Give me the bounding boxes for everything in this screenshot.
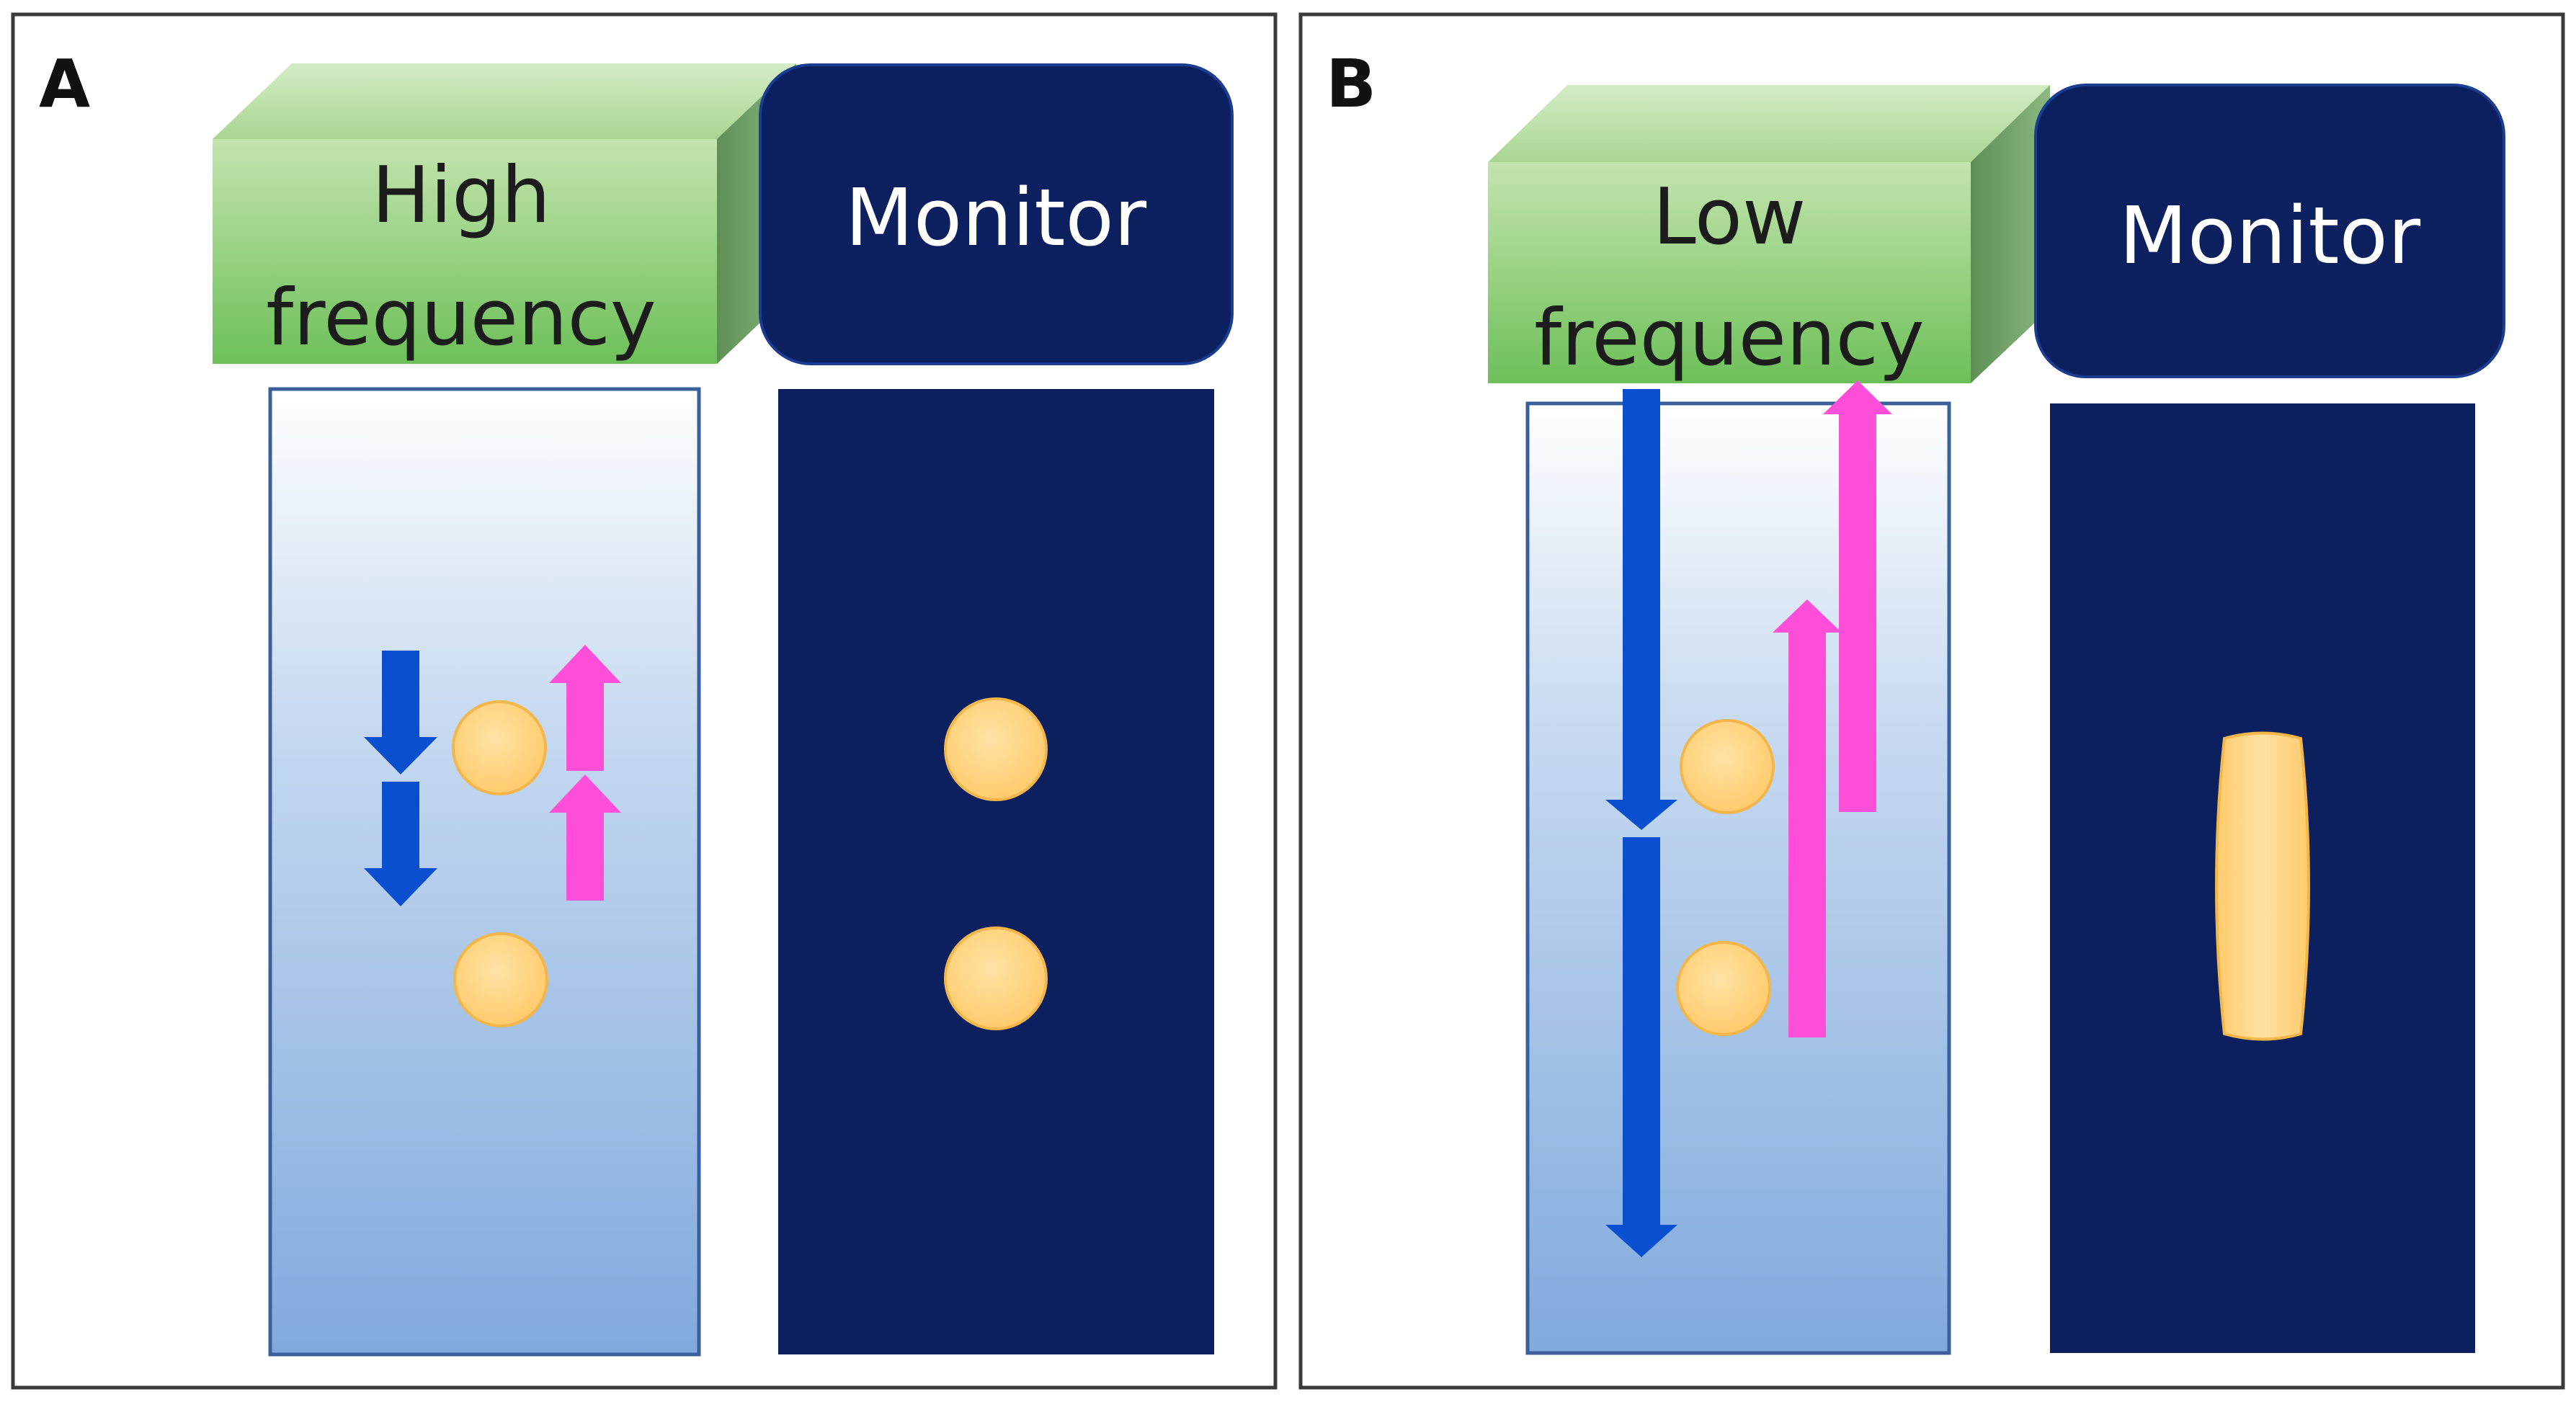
box-top-face — [1488, 85, 2050, 162]
panel-a: A High frequency Monitor — [11, 12, 1278, 1390]
monitor-label-box: Monitor — [759, 63, 1234, 365]
monitor-particle — [944, 927, 1048, 1030]
particle — [1680, 719, 1775, 814]
box-top-face — [213, 63, 796, 139]
monitor-header — [759, 63, 1234, 365]
monitor-label-box: Monitor — [2034, 84, 2505, 378]
box-label-line1: Low — [1653, 172, 1806, 262]
box-side-face — [1971, 85, 2050, 383]
blue-down-arrow — [1605, 389, 1677, 830]
blue-down-arrow — [1605, 837, 1677, 1257]
monitor-screen — [778, 389, 1214, 1354]
panel-b: B Low frequency Monitor — [1298, 12, 2565, 1390]
magenta-up-arrow — [1823, 380, 1892, 812]
monitor-header — [2034, 84, 2505, 378]
box-label-line2: frequency — [266, 273, 656, 363]
particle — [1676, 941, 1771, 1036]
panel-a-letter: A — [39, 45, 90, 122]
blue-down-arrow — [364, 782, 437, 906]
box-label-line2: frequency — [1534, 293, 1925, 383]
particle — [453, 932, 548, 1027]
monitor-label: Monitor — [845, 171, 1147, 264]
low-frequency-box: Low frequency — [1488, 85, 2050, 383]
box-label-line1: High — [372, 151, 551, 241]
box-front-face — [1488, 162, 1971, 383]
monitor-label: Monitor — [2119, 189, 2421, 282]
panel-b-letter: B — [1326, 45, 1376, 122]
magenta-up-arrow — [549, 774, 621, 901]
monitor-particle — [944, 697, 1048, 801]
magenta-up-arrow — [549, 645, 621, 771]
magenta-up-arrow — [1773, 599, 1842, 1037]
sample-tube — [268, 387, 701, 1357]
particle — [452, 700, 547, 795]
monitor-elongated-particle — [2215, 731, 2310, 1041]
high-frequency-box: High frequency — [213, 63, 796, 364]
sample-tube — [1525, 401, 1951, 1355]
box-front-face — [213, 139, 717, 364]
blue-down-arrow — [364, 651, 437, 774]
